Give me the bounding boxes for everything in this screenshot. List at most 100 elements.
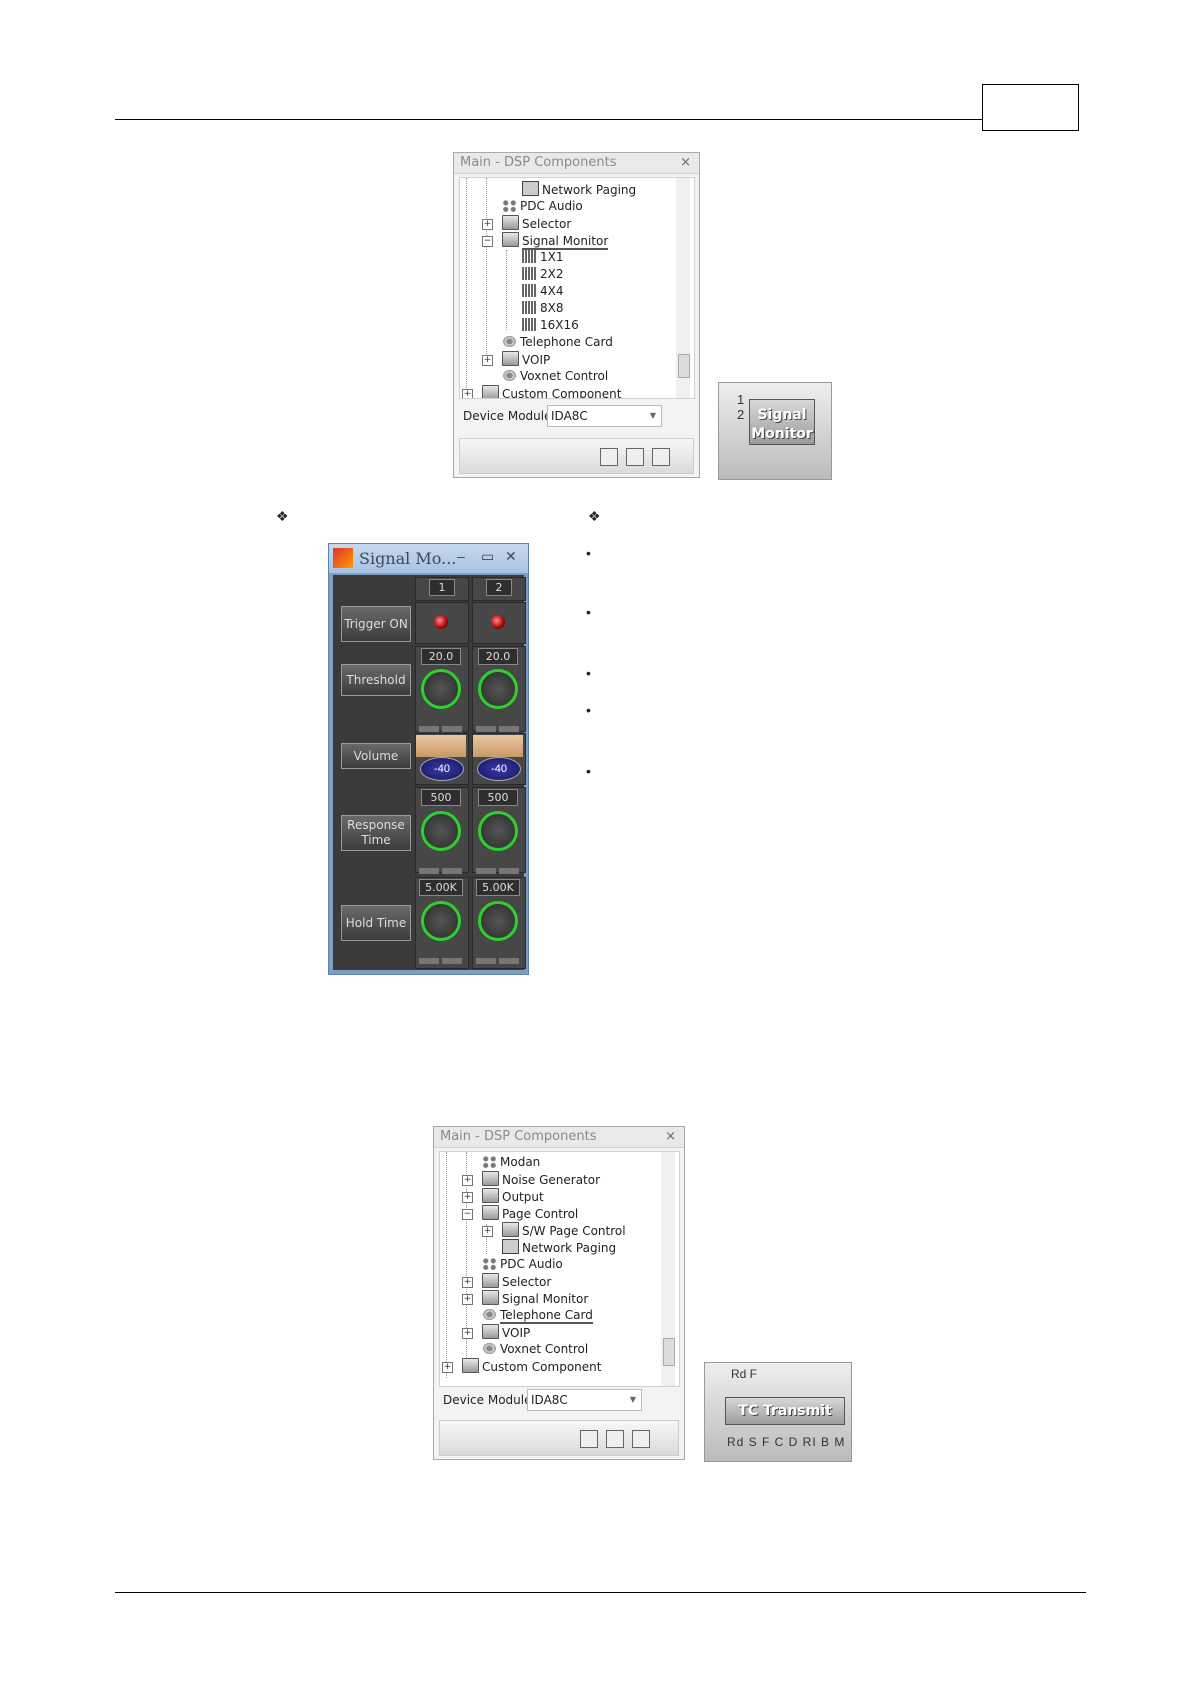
response-time-button[interactable]: Response Time [341, 815, 411, 851]
tree-item[interactable]: Modan [482, 1154, 540, 1171]
expand-icon[interactable]: + [462, 1277, 473, 1288]
stepper-arrows[interactable] [476, 861, 522, 874]
minimize-icon[interactable]: – [457, 548, 465, 564]
folder-icon [482, 385, 499, 398]
tree-item[interactable]: Custom Component [462, 1358, 601, 1375]
tree-item[interactable]: Voxnet Control [502, 368, 608, 385]
response-time-knob[interactable] [478, 811, 518, 851]
tree-item[interactable]: Signal Monitor [482, 1290, 588, 1307]
bullet: • [586, 763, 591, 779]
stepper-arrows[interactable] [476, 951, 522, 964]
hold-time-knob[interactable] [421, 901, 461, 941]
stepper-arrows[interactable] [419, 951, 465, 964]
threshold-knob[interactable] [478, 669, 518, 709]
expand-icon[interactable]: + [482, 355, 493, 366]
scrollbar[interactable] [661, 1152, 675, 1386]
tree-item[interactable]: 16X16 [522, 317, 579, 334]
trigger-button[interactable]: Trigger ON [341, 606, 411, 642]
panel-title: Main - DSP Components× [454, 153, 699, 174]
threshold-knob[interactable] [421, 669, 461, 709]
folder-icon [462, 1358, 479, 1373]
expand-icon[interactable]: + [462, 1328, 473, 1339]
signal-icon [522, 267, 537, 280]
tree-item[interactable]: Custom Component [482, 385, 621, 398]
stepper-arrows[interactable] [419, 861, 465, 874]
audio-icon [482, 1257, 497, 1270]
channel-header: 1 [429, 579, 455, 596]
image-view-icon[interactable] [652, 448, 670, 466]
tree-item[interactable]: Network Paging [522, 181, 636, 198]
signal-icon [522, 284, 537, 297]
hold-time-button[interactable]: Hold Time [341, 905, 411, 941]
image-view-icon[interactable] [632, 1430, 650, 1448]
tree-item[interactable]: Page Control [482, 1205, 578, 1222]
tree-item[interactable]: Telephone Card [502, 334, 613, 351]
expand-icon[interactable]: + [462, 1192, 473, 1203]
hold-time-value[interactable]: 5.00K [476, 879, 520, 896]
tree-item[interactable]: 8X8 [522, 300, 564, 317]
bottom-pin-labels: Rd S F C D RI B M [727, 1435, 846, 1449]
list-view-icon[interactable] [580, 1430, 598, 1448]
tree-item[interactable]: Output [482, 1188, 544, 1205]
response-time-value[interactable]: 500 [421, 789, 461, 806]
column-view-icon[interactable] [606, 1430, 624, 1448]
tree-item[interactable]: PDC Audio [502, 198, 583, 215]
response-time-value[interactable]: 500 [478, 789, 518, 806]
stepper-arrows[interactable] [476, 719, 522, 732]
folder-icon [482, 1290, 499, 1305]
volume-meter: -40 [473, 735, 523, 781]
tree-item[interactable]: Selector [502, 215, 571, 232]
expand-icon[interactable]: + [482, 1226, 493, 1237]
dsp-components-panel-2: Main - DSP Components× Modan + Noise Gen… [433, 1126, 685, 1460]
column-view-icon[interactable] [626, 448, 644, 466]
device-module-select[interactable]: IDA8C▼ [527, 1389, 642, 1411]
tree-item[interactable]: Network Paging [502, 1239, 616, 1256]
stepper-arrows[interactable] [419, 719, 465, 732]
scrollbar[interactable] [676, 178, 690, 398]
hold-time-knob[interactable] [478, 901, 518, 941]
tree-item[interactable]: PDC Audio [482, 1256, 563, 1273]
app-icon [333, 548, 353, 568]
audio-icon [502, 199, 517, 212]
tree-item[interactable]: 1X1 [522, 249, 564, 266]
close-icon[interactable]: ✕ [505, 548, 517, 564]
tree-item[interactable]: 2X2 [522, 266, 564, 283]
tree-item[interactable]: 4X4 [522, 283, 564, 300]
component-tree[interactable]: Network Paging PDC Audio + Selector − Si… [459, 177, 695, 399]
tree-item-telephone-card[interactable]: Telephone Card [482, 1307, 593, 1324]
close-icon[interactable]: × [680, 155, 691, 170]
network-icon [522, 181, 539, 196]
tree-item[interactable]: S/W Page Control [502, 1222, 626, 1239]
component-tree[interactable]: Modan + Noise Generator + Output − Page … [439, 1151, 680, 1387]
collapse-icon[interactable]: − [462, 1209, 473, 1220]
tree-item[interactable]: VOIP [502, 351, 550, 368]
signal-icon [522, 301, 537, 314]
threshold-value[interactable]: 20.0 [478, 648, 518, 665]
threshold-value[interactable]: 20.0 [421, 648, 461, 665]
hold-time-value[interactable]: 5.00K [419, 879, 463, 896]
device-module-select[interactable]: IDA8C▼ [547, 405, 662, 427]
expand-icon[interactable]: + [462, 389, 473, 399]
close-icon[interactable]: × [665, 1129, 676, 1144]
response-time-knob[interactable] [421, 811, 461, 851]
volume-button[interactable]: Volume [341, 743, 411, 769]
expand-icon[interactable]: + [482, 219, 493, 230]
tree-item[interactable]: VOIP [482, 1324, 530, 1341]
tree-item-signal-monitor[interactable]: Signal Monitor [502, 232, 609, 250]
expand-icon[interactable]: + [442, 1362, 453, 1373]
tc-transmit-block[interactable]: Rd F TC Transmit Rd S F C D RI B M [704, 1362, 852, 1462]
bullet: • [586, 702, 591, 718]
panel-toolbar [459, 438, 694, 474]
list-view-icon[interactable] [600, 448, 618, 466]
maximize-icon[interactable]: ▭ [481, 548, 495, 564]
expand-icon[interactable]: + [462, 1294, 473, 1305]
tree-item[interactable]: Selector [482, 1273, 551, 1290]
tree-item[interactable]: Voxnet Control [482, 1341, 588, 1358]
gear-icon [502, 369, 517, 382]
expand-icon[interactable]: + [462, 1175, 473, 1186]
collapse-icon[interactable]: − [482, 236, 493, 247]
folder-open-icon [502, 232, 519, 247]
tree-item[interactable]: Noise Generator [482, 1171, 600, 1188]
threshold-button[interactable]: Threshold [341, 664, 411, 696]
